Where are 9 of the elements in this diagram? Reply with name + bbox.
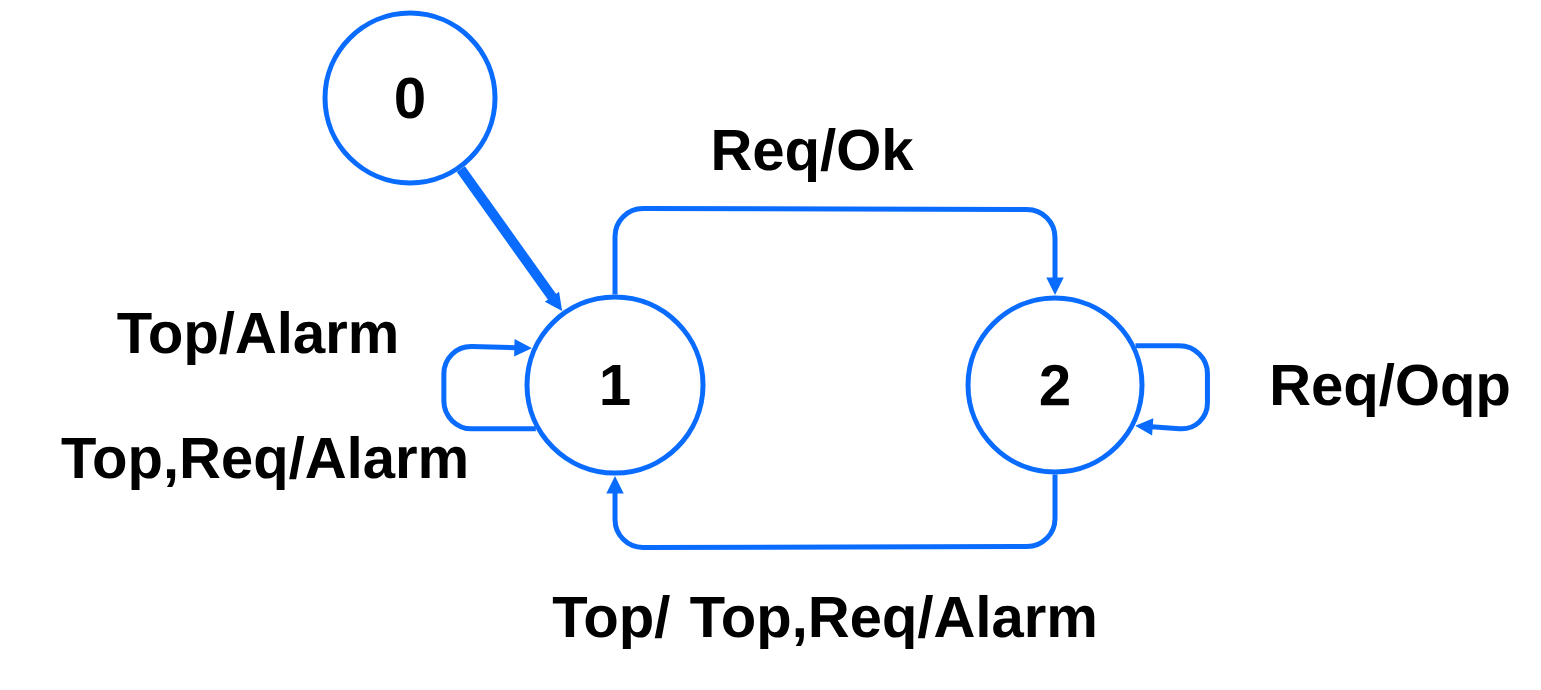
arrow — [612, 206, 1064, 295]
edge-label: Req/Ok — [708, 125, 916, 185]
edge-label: Top/Alarm — [114, 308, 402, 368]
edge-label: Top/ Top,Req/Alarm — [543, 592, 1107, 652]
arrow — [441, 339, 536, 432]
arrow — [606, 474, 1058, 550]
edge-label: Req/Oqp — [1267, 360, 1513, 420]
transition-label: Top,Req/Alarm — [61, 435, 466, 491]
arrow — [1135, 343, 1210, 436]
